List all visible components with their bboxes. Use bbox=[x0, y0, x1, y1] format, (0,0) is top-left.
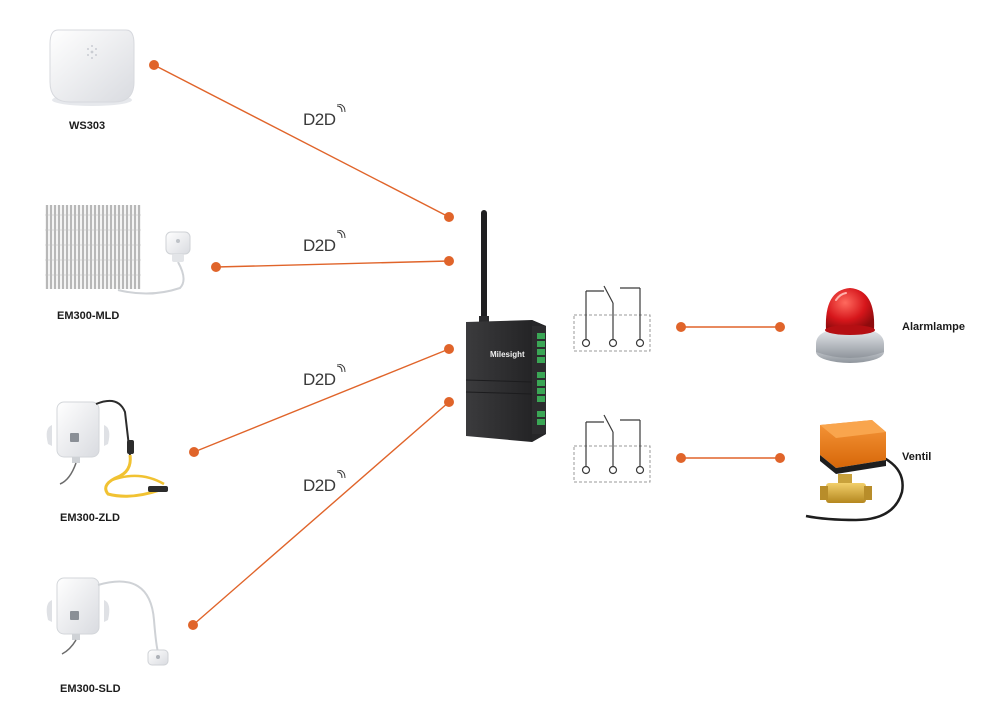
output-label-alarmlampe: Alarmlampe bbox=[902, 321, 965, 333]
d2d-label: D2D bbox=[303, 230, 346, 256]
link-ws303 bbox=[153, 64, 450, 218]
em300-zld-device-image bbox=[46, 399, 168, 498]
link-dot bbox=[149, 60, 159, 70]
relay-schematic-2 bbox=[573, 414, 651, 483]
output-links bbox=[676, 322, 785, 463]
ventil-device-image bbox=[805, 420, 904, 522]
ws303-device-image bbox=[49, 29, 135, 106]
controller-brand: Milesight bbox=[490, 350, 525, 359]
relay-schematic-1 bbox=[573, 285, 651, 352]
d2d-label: D2D bbox=[303, 470, 346, 496]
link-dot bbox=[188, 620, 198, 630]
wireless-links bbox=[149, 60, 454, 630]
link-dot bbox=[676, 322, 686, 332]
em300-sld-device-image bbox=[46, 577, 169, 666]
sensor-label-em300-mld: EM300-MLD bbox=[57, 310, 120, 322]
wireless-signal-icon bbox=[336, 230, 346, 239]
link-em300-mld bbox=[215, 260, 450, 268]
link-dot bbox=[444, 344, 454, 354]
em300-mld-device-image bbox=[45, 205, 191, 295]
link-dot bbox=[775, 322, 785, 332]
d2d-label: D2D bbox=[303, 104, 346, 130]
sensor-label-em300-sld: EM300-SLD bbox=[60, 683, 121, 695]
sensor-label-em300-zld: EM300-ZLD bbox=[60, 512, 120, 524]
link-dot bbox=[444, 397, 454, 407]
link-dot bbox=[444, 212, 454, 222]
link-dot bbox=[211, 262, 221, 272]
sensor-label-ws303: WS303 bbox=[69, 120, 106, 132]
link-dot bbox=[444, 256, 454, 266]
link-em300-sld bbox=[192, 401, 450, 626]
link-dot bbox=[775, 453, 785, 463]
link-dot bbox=[676, 453, 686, 463]
link-dot bbox=[189, 447, 199, 457]
link-em300-zld bbox=[193, 348, 450, 453]
wireless-signal-icon bbox=[336, 470, 346, 479]
d2d-label: D2D bbox=[303, 364, 346, 390]
output-label-ventil: Ventil bbox=[902, 451, 932, 463]
wireless-signal-icon bbox=[336, 364, 346, 373]
wireless-signal-icon bbox=[336, 104, 346, 113]
alarmlampe-device-image bbox=[816, 288, 884, 363]
milesight-controller-image: Milesight bbox=[465, 210, 546, 442]
